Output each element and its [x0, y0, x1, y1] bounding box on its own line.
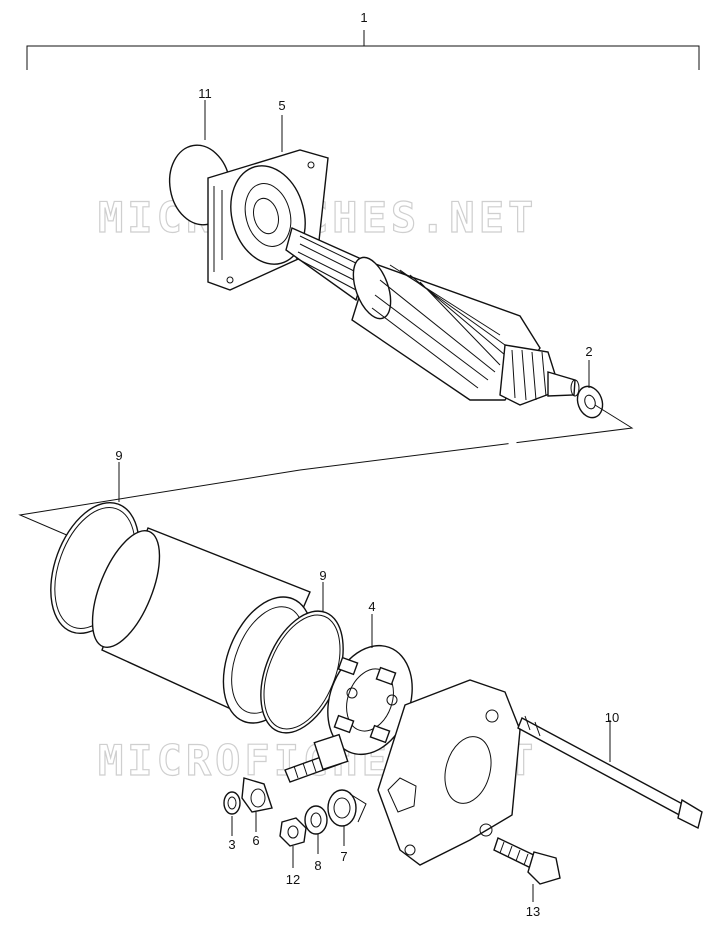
callout-7: 7	[340, 849, 347, 864]
part-4-brush-holder[interactable]	[313, 634, 426, 767]
part-2-washer[interactable]	[573, 383, 606, 421]
callout-13: 13	[526, 904, 540, 919]
callout-labels: 1 11 5 2 9 9 4 10 3 6 12 8 7 13	[115, 10, 619, 919]
part-6-insulator[interactable]	[241, 777, 273, 813]
callout-12: 12	[286, 872, 300, 887]
rear-cover[interactable]	[377, 679, 521, 866]
callout-2: 2	[585, 344, 592, 359]
part-8-washer[interactable]	[304, 805, 328, 835]
callout-4: 4	[368, 599, 375, 614]
callout-1: 1	[360, 10, 367, 25]
callout-5: 5	[278, 98, 285, 113]
callout-9-right: 9	[319, 568, 326, 583]
part-12-nut[interactable]	[279, 817, 307, 847]
callout-11: 11	[198, 86, 212, 101]
part-13-bolt[interactable]	[493, 837, 561, 885]
part-3-small-washer[interactable]	[223, 791, 241, 815]
callout-6: 6	[252, 833, 259, 848]
part-7-seal[interactable]	[327, 789, 367, 827]
callout-10: 10	[605, 710, 619, 725]
callout-9-left: 9	[115, 448, 122, 463]
assembly-bracket	[26, 30, 700, 70]
callout-3: 3	[228, 837, 235, 852]
part-10-through-bolt[interactable]	[517, 715, 703, 830]
leader-lines	[118, 100, 611, 902]
armature[interactable]	[285, 227, 580, 406]
terminal-bolt[interactable]	[284, 733, 349, 783]
callout-8: 8	[314, 858, 321, 873]
